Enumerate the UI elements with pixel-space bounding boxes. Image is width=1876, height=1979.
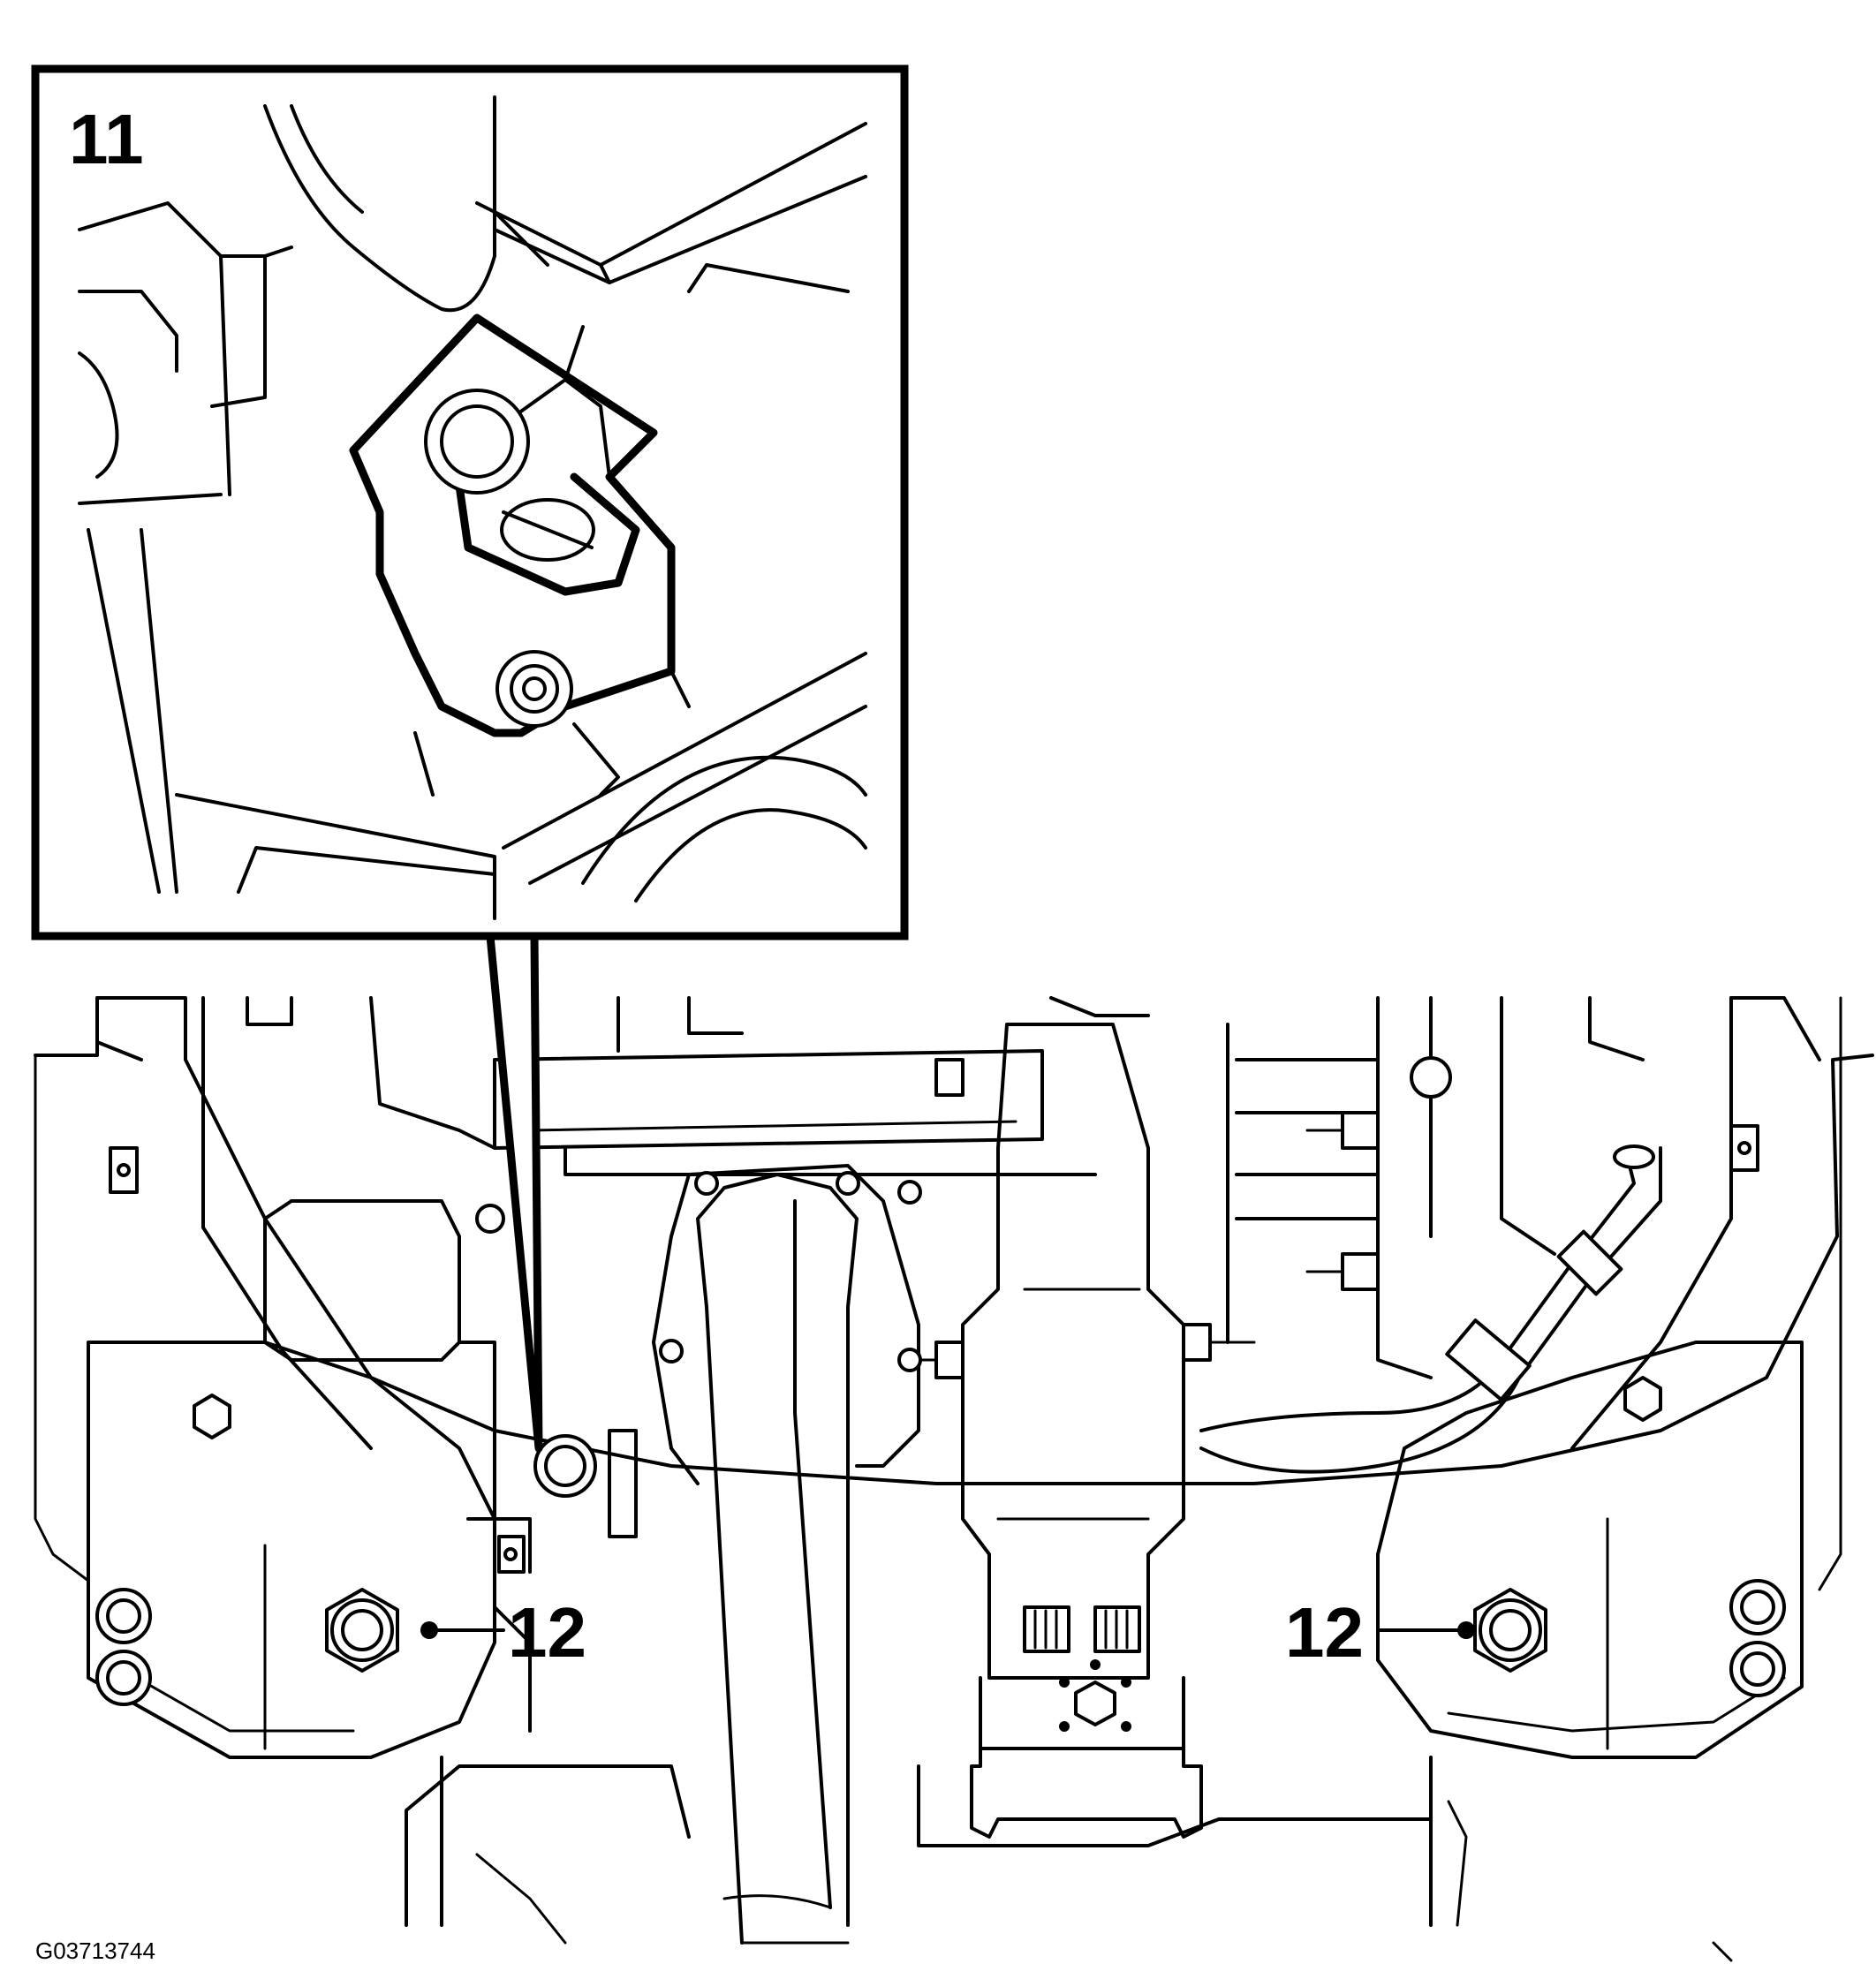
engine-mount-bracket — [961, 1023, 1185, 1680]
callout-label-12-left: 12 — [508, 1593, 586, 1672]
ac-hose — [1199, 1279, 1592, 1474]
inset-upper-bolt — [424, 389, 595, 562]
center-mount-bolt — [533, 1429, 638, 1538]
left-mount-bracket — [458, 1341, 532, 1733]
left-subframe-bracket — [87, 1341, 496, 1759]
exhaust-flange — [687, 1164, 920, 1468]
mount-plate — [970, 1747, 1203, 1839]
bracket-nuts — [95, 1579, 1786, 1706]
main-underbody-view — [34, 996, 1874, 1962]
exhaust-pipe — [696, 1173, 859, 1927]
hex-bolt — [193, 1394, 231, 1439]
inset-lower-bolt — [495, 650, 573, 728]
inset-pointer — [486, 932, 543, 1453]
callout-12-left: 12 — [420, 1593, 586, 1672]
inset-frame — [31, 64, 909, 940]
left-subframe-bolt — [325, 1588, 399, 1673]
right-subframe-bracket — [1376, 1341, 1804, 1759]
inset-callout-label: 11 — [69, 100, 144, 178]
callout-label-12-right: 12 — [1285, 1593, 1364, 1672]
subframe-outline — [34, 996, 1874, 1485]
callout-12-right: 12 — [1285, 1593, 1475, 1672]
hex-bolt — [1623, 1376, 1662, 1422]
crossmember — [493, 1049, 1044, 1150]
inset-artwork — [78, 95, 867, 920]
inset-detail: 11 — [31, 64, 909, 1453]
mount-bolts — [899, 1058, 1256, 1379]
right-subframe-bolt — [1473, 1588, 1547, 1673]
figure-id: G03713744 — [35, 1937, 155, 1964]
